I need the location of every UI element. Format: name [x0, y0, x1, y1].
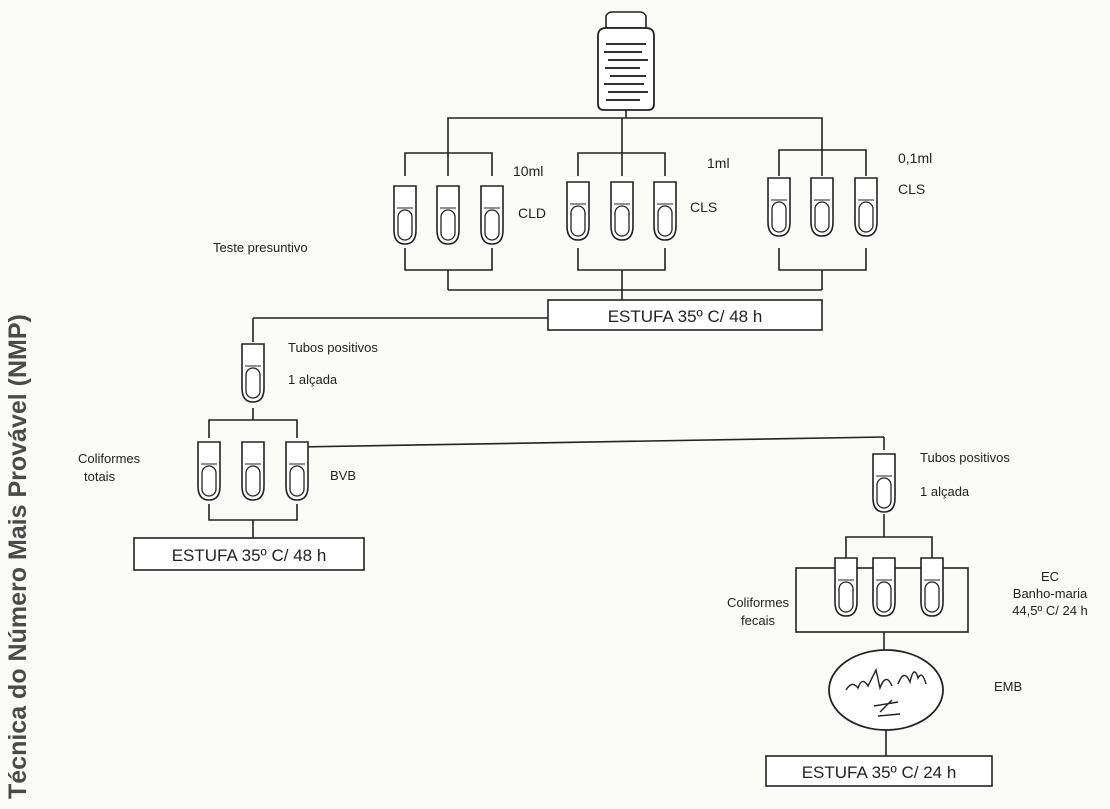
total-coliforms-connector-lines: [208, 317, 885, 538]
incubator-box-fecal: [765, 755, 993, 787]
fecal-positive-tubes-label: Tubos positivos: [920, 450, 1010, 465]
emb-petri-dish-icon: [828, 649, 944, 731]
incubator-box-total: [133, 537, 365, 571]
medium-label-ec: EC: [1041, 569, 1059, 584]
volume-label-01ml: 0,1ml: [898, 150, 932, 166]
medium-label-cls-2: CLS: [898, 181, 925, 197]
medium-label-cls-1: CLS: [690, 199, 717, 215]
medium-label-cld: CLD: [518, 205, 546, 221]
presumptive-tubes-group-1: [393, 185, 504, 245]
fecal-coliforms-label-line1: Coliformes: [727, 595, 790, 610]
incubator-label-presumptive: ESTUFA 35º C/ 48 h: [608, 307, 763, 326]
water-bath-condition-label: 44,5º C/ 24 h: [1012, 603, 1088, 618]
fecal-connector-lines: [845, 514, 933, 558]
medium-label-bvb: BVB: [330, 468, 356, 483]
total-positive-tube: [241, 343, 265, 403]
incubator-label-fecal: ESTUFA 35º C/ 24 h: [802, 763, 957, 782]
water-bath-label: Banho-maria: [1013, 586, 1088, 601]
bvb-tubes-group: [197, 441, 309, 501]
incubator-box-presumptive: [547, 299, 823, 331]
total-loop-label: 1 alçada: [288, 372, 338, 387]
fecal-loop-label: 1 alçada: [920, 484, 970, 499]
presumptive-distribution-lines: [404, 110, 867, 300]
fecal-coliforms-label-line2: fecais: [741, 613, 775, 628]
total-coliforms-label-line1: Coliformes: [78, 451, 141, 466]
presumptive-test-label: Teste presuntivo: [213, 240, 308, 255]
presumptive-tubes-group-2: [566, 181, 677, 241]
total-coliforms-label-line2: totais: [84, 469, 116, 484]
volume-label-1ml: 1ml: [707, 155, 730, 171]
medium-label-emb: EMB: [994, 679, 1022, 694]
volume-label-10ml: 10ml: [513, 163, 543, 179]
presumptive-tubes-group-3: [767, 177, 878, 237]
incubator-label-total: ESTUFA 35º C/ 48 h: [172, 546, 327, 565]
ec-tubes-group: [834, 557, 944, 617]
fecal-positive-tube: [872, 453, 896, 513]
sample-bottle-icon: [597, 11, 655, 111]
total-positive-tubes-label: Tubos positivos: [288, 340, 378, 355]
